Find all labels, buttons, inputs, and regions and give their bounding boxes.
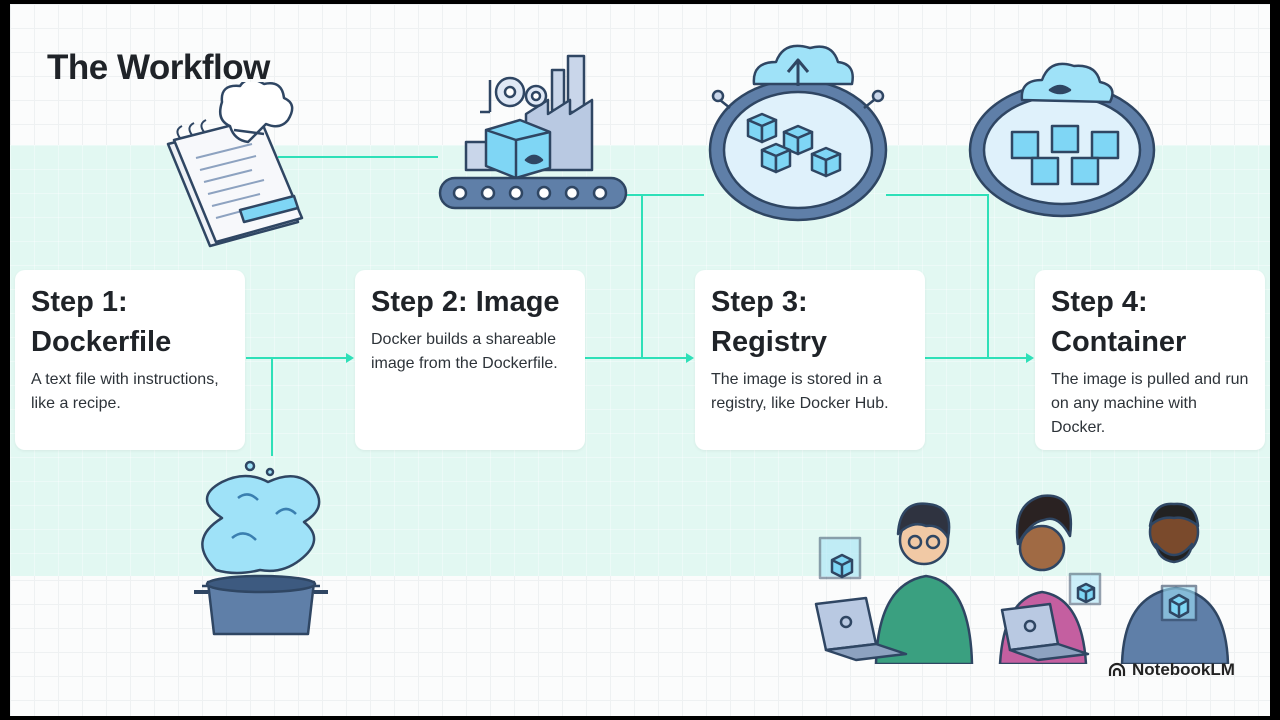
- factory-conveyor-icon: [438, 54, 628, 210]
- arrowhead-step2: [346, 353, 354, 363]
- step-title-line2: Container: [1051, 326, 1187, 358]
- slide: The Workflow Step 1: Dockerfile A text f…: [10, 4, 1270, 716]
- step-description: A text file with instructions, like a re…: [31, 371, 219, 412]
- step-description: The image is stored in a registry, like …: [711, 371, 889, 412]
- connector-lines: [246, 156, 1034, 456]
- step-title: Step 3: Registry: [711, 282, 909, 362]
- step-title-line1: Step 4:: [1051, 286, 1148, 318]
- notebooklm-logo-icon: [1108, 662, 1126, 676]
- step-title-line2: Dockerfile: [31, 326, 172, 358]
- step-card-registry: Step 3: Registry The image is stored in …: [695, 270, 925, 450]
- brand-label: NotebookLM: [1132, 660, 1235, 679]
- step-description: The image is pulled and run on any machi…: [1051, 371, 1249, 436]
- step-title: Step 4: Container: [1051, 282, 1249, 362]
- step-title-line1: Step 2: Image: [371, 286, 560, 318]
- arrowhead-step3: [686, 353, 694, 363]
- step-card-dockerfile: Step 1: Dockerfile A text file with inst…: [15, 270, 245, 450]
- registry-upload-cloud-icon: [708, 44, 888, 222]
- step-title-line1: Step 1:: [31, 286, 128, 318]
- step-title: Step 1: Dockerfile: [31, 282, 229, 362]
- step-card-container: Step 4: Container The image is pulled an…: [1035, 270, 1265, 450]
- container-ring-cloud-icon: [968, 62, 1156, 218]
- step-description: Docker builds a shareable image from the…: [371, 331, 558, 372]
- cooking-pot-steam-icon: [194, 460, 328, 636]
- step-title-line2: Registry: [711, 326, 828, 358]
- step-card-image: Step 2: Image Docker builds a shareable …: [355, 270, 585, 450]
- step-title-line1: Step 3:: [711, 286, 808, 318]
- notebooklm-brand: NotebookLM: [1108, 660, 1235, 680]
- page-title: The Workflow: [47, 48, 270, 87]
- step-title: Step 2: Image: [371, 282, 569, 322]
- people-with-laptops-icon: [814, 494, 1230, 664]
- recipe-notebook-icon: [166, 82, 304, 248]
- arrowhead-step4: [1026, 353, 1034, 363]
